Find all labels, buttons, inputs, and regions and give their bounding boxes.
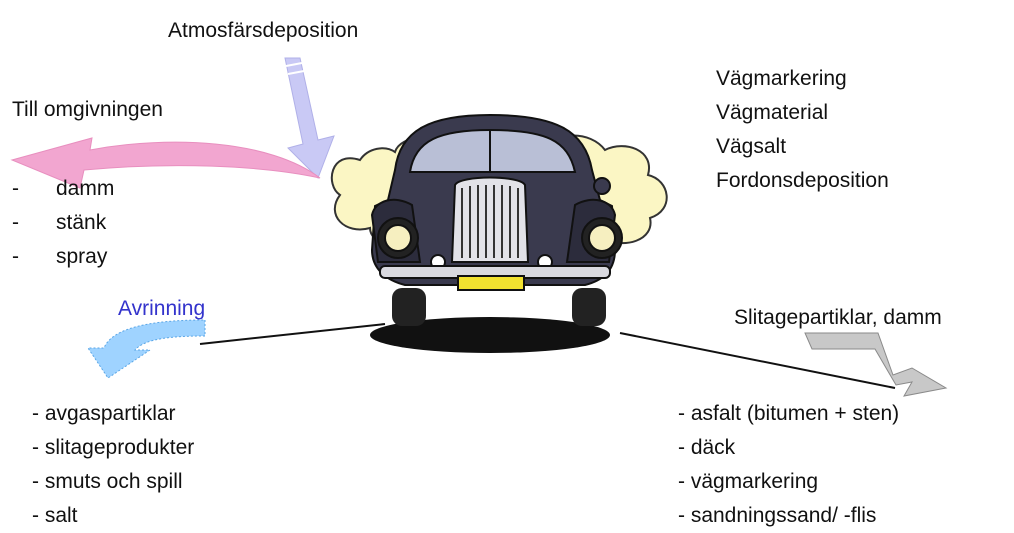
wear-particles-heading: Slitagepartiklar, damm (734, 307, 942, 328)
to-surroundings-heading: Till omgivningen (12, 99, 163, 120)
down-arrow-icon (285, 58, 334, 178)
list-item: Vägmarkering (716, 62, 889, 96)
runoff-list: - avgaspartiklar - slitageprodukter - sm… (32, 397, 194, 533)
to-surroundings-list: -damm -stänk -spray (12, 172, 114, 274)
list-item: Vägmaterial (716, 96, 889, 130)
list-item: Fordonsdeposition (716, 164, 889, 198)
runoff-connector-line (200, 324, 385, 344)
wear-particles-list: - asfalt (bitumen + sten) - däck - vägma… (678, 397, 899, 533)
list-item: -spray (12, 240, 114, 274)
list-item: - vägmarkering (678, 465, 899, 499)
list-item: - asfalt (bitumen + sten) (678, 397, 899, 431)
list-item: - sandningssand/ -flis (678, 499, 899, 533)
list-item: - salt (32, 499, 194, 533)
list-item: - slitageprodukter (32, 431, 194, 465)
curved-runoff-arrow-icon (88, 320, 205, 378)
car-clipart-icon (332, 115, 667, 353)
list-item: -damm (12, 172, 114, 206)
list-item: Vägsalt (716, 130, 889, 164)
list-item: - avgaspartiklar (32, 397, 194, 431)
list-item: - däck (678, 431, 899, 465)
runoff-heading: Avrinning (118, 298, 205, 319)
road-sources-list: Vägmarkering Vägmaterial Vägsalt Fordons… (716, 62, 889, 198)
list-item: -stänk (12, 206, 114, 240)
atmospheric-deposition-label: Atmosfärsdeposition (168, 20, 358, 41)
list-item: - smuts och spill (32, 465, 194, 499)
bent-down-arrow-icon (805, 333, 946, 396)
